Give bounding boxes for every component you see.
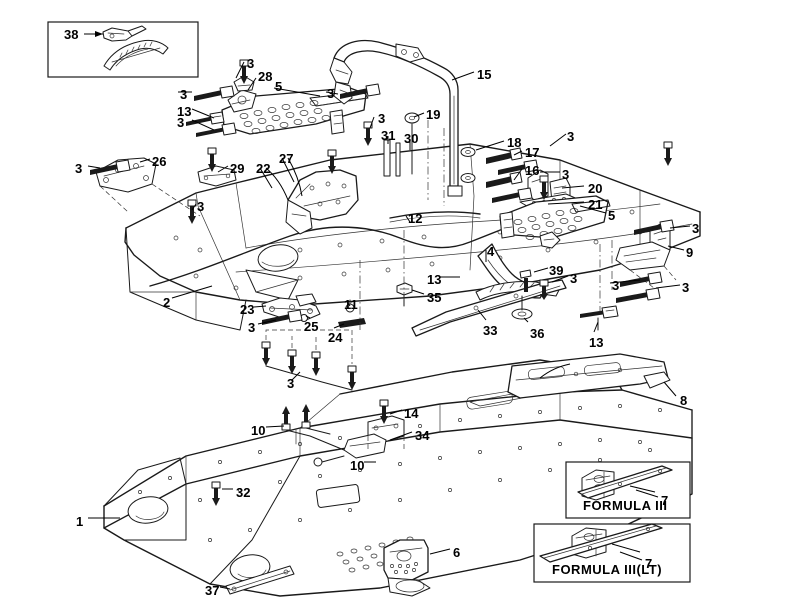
main-chassis-upper (124, 143, 701, 331)
callout-10: 10 (350, 458, 365, 473)
callout-34: 34 (415, 428, 430, 443)
part-13-fitting-right (580, 305, 619, 331)
callout-30: 30 (404, 131, 419, 146)
part-3-fasteners (90, 59, 675, 391)
leader-lines (84, 33, 691, 590)
formula-iii-inset-box (565, 461, 691, 519)
running-board-left-part-5 (221, 87, 369, 135)
callout-18: 18 (507, 135, 522, 150)
formula-iii-lt-caption: FORMULA III(LT) (552, 562, 663, 577)
callout-22: 22 (256, 161, 271, 176)
part-29-bracket (197, 165, 237, 187)
callout-5: 5 (608, 208, 616, 223)
callout-7: 7 (661, 493, 669, 508)
callout-19: 19 (426, 107, 441, 122)
formula-iii-lt-inset-box (533, 523, 691, 583)
callout-3: 3 (567, 129, 575, 144)
callout-2: 2 (163, 295, 171, 310)
callout-1: 1 (76, 514, 84, 529)
callout-39: 39 (549, 263, 564, 278)
callout-13: 13 (589, 335, 604, 350)
part-12-cable (389, 211, 481, 223)
callout-17: 17 (525, 145, 540, 160)
callout-3: 3 (247, 56, 255, 71)
callout-3: 3 (177, 115, 185, 130)
callout-3: 3 (197, 199, 205, 214)
callout-3: 3 (562, 167, 570, 182)
callout-13: 13 (427, 272, 442, 287)
part-8-rail (507, 353, 671, 399)
callout-23: 23 (240, 302, 255, 317)
callout-5: 5 (275, 79, 283, 94)
callout-29: 29 (230, 161, 245, 176)
part-6-bracket (383, 539, 431, 597)
part-15-brace (329, 39, 463, 197)
callout-3: 3 (378, 111, 386, 126)
part-4-33-suspension (396, 243, 567, 337)
callout-31: 31 (381, 128, 396, 143)
callout-28: 28 (258, 69, 273, 84)
callout-3: 3 (180, 87, 188, 102)
callout-3: 3 (327, 86, 335, 101)
callout-6: 6 (453, 545, 461, 560)
callout-37: 37 (205, 583, 220, 598)
callout-24: 24 (328, 330, 343, 345)
callout-26: 26 (152, 154, 167, 169)
callout-16: 16 (525, 163, 540, 178)
callout-3: 3 (287, 376, 295, 391)
callout-15: 15 (477, 67, 492, 82)
callout-3: 3 (682, 280, 690, 295)
part-13-fitting-left (186, 111, 237, 137)
callout-3: 3 (692, 221, 700, 236)
callout-25: 25 (304, 319, 319, 334)
detail-inset-box-38 (47, 21, 199, 78)
callout-12: 12 (408, 211, 423, 226)
callout-7: 7 (645, 556, 653, 571)
callout-21: 21 (588, 197, 603, 212)
callout-8: 8 (680, 393, 688, 408)
callout-32: 32 (236, 485, 251, 500)
callout-4: 4 (487, 244, 495, 259)
part-19-washer (404, 112, 420, 124)
part-14-34-10-bracket (211, 399, 405, 506)
part-37-rod (225, 565, 295, 595)
callout-3: 3 (612, 278, 620, 293)
callout-13: 13 (177, 104, 192, 119)
callout-38: 38 (64, 27, 79, 42)
callout-3: 3 (248, 320, 256, 335)
callout-3: 3 (570, 271, 578, 286)
callout-35: 35 (427, 290, 442, 305)
callout-14: 14 (404, 406, 419, 421)
callout-33: 33 (483, 323, 498, 338)
part-22-27-struts (265, 157, 359, 235)
callout-27: 27 (279, 151, 294, 166)
callout-3: 3 (75, 161, 83, 176)
callout-36: 36 (530, 326, 545, 341)
callout-11: 11 (344, 297, 358, 312)
callout-9: 9 (686, 245, 694, 260)
callout-10: 10 (251, 423, 266, 438)
callout-20: 20 (588, 181, 603, 196)
formula-iii-caption: FORMULA III (583, 498, 668, 513)
part-24-25-11-fasteners (300, 299, 366, 328)
detail-part-38 (102, 25, 169, 71)
